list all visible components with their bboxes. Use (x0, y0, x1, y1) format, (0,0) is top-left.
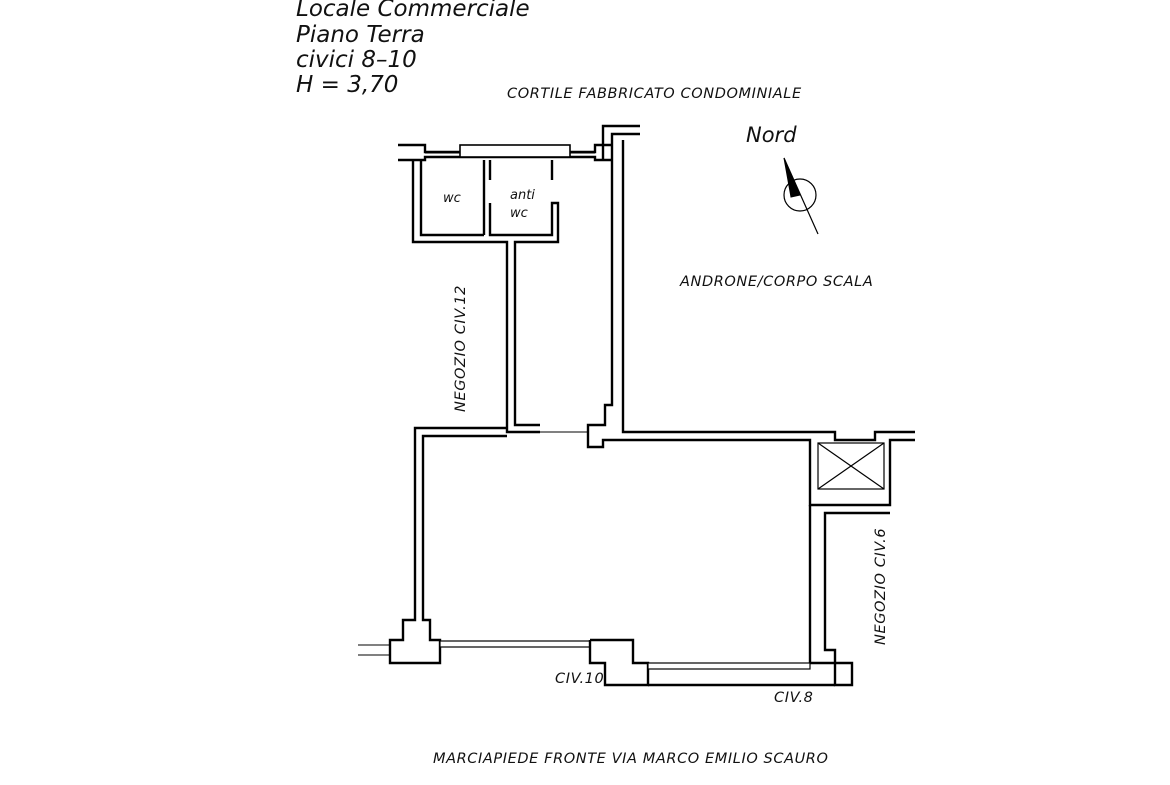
north-circle (783, 178, 817, 212)
elevator-box (817, 442, 885, 490)
title-line-2: Piano Terra (296, 22, 425, 48)
left-shop-label: NEGOZIO CIV.12 (453, 285, 469, 412)
elevator-cross-2 (817, 442, 885, 490)
corridor-right-wall (621, 140, 915, 442)
shop-window-1 (439, 640, 591, 648)
title-line-3: civici 8–10 (296, 47, 417, 73)
civ8-label: CIV.8 (774, 690, 814, 706)
wc-label: wc (443, 191, 461, 206)
elevator-icon (817, 442, 885, 490)
antiwc-label-1: anti (510, 188, 535, 203)
stair-label: ANDRONE/CORPO SCALA (679, 274, 873, 290)
civ10-label: CIV.10 (555, 671, 604, 687)
wc-window (459, 144, 571, 158)
antiwc-label-2: wc (510, 206, 528, 221)
title-block: Locale Commerciale Piano Terra civici 8–… (296, 0, 530, 98)
right-shop-label: NEGOZIO CIV.6 (873, 528, 889, 645)
wc-inner-wall (419, 160, 484, 237)
corridor-inner-wall (586, 160, 915, 507)
north-label: Nord (746, 123, 797, 147)
main-left-wall (388, 426, 507, 665)
north-arrow-icon: Nord (746, 123, 819, 235)
courtyard-label: CORTILE FABBRICATO CONDOMINIALE (507, 86, 802, 102)
corridor-top-right (601, 124, 640, 160)
wc-outer-wall (411, 160, 540, 434)
title-line-4: H = 3,70 (296, 72, 398, 98)
title-line-1: Locale Commerciale (296, 0, 530, 22)
north-arrow-head (783, 157, 801, 198)
antiwc-walls (488, 201, 560, 427)
wc-block: wc anti wc (398, 143, 612, 434)
sidewalk-label: MARCIAPIEDE FRONTE VIA MARCO EMILIO SCAU… (433, 751, 829, 767)
shop-window-2 (647, 662, 811, 670)
corridor-top-right-inner (610, 132, 640, 160)
front-facade (358, 638, 835, 687)
